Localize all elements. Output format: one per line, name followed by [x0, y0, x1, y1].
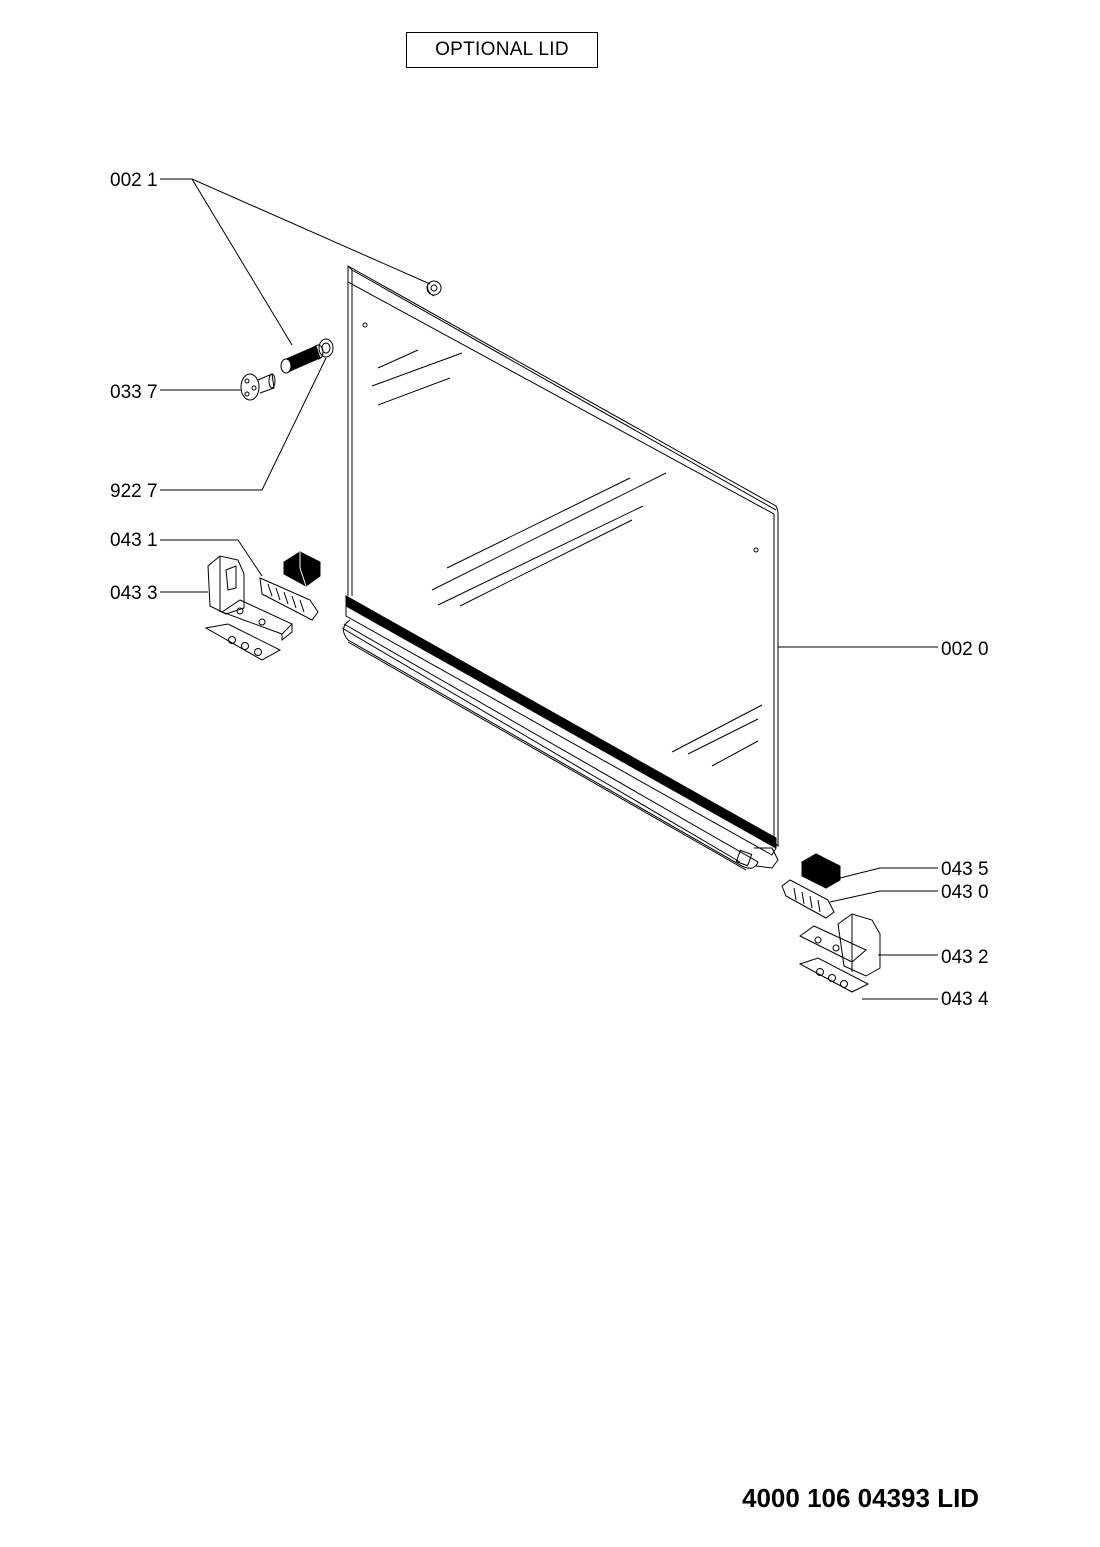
part-label-043-2: 043 2	[941, 947, 989, 968]
knob-screw-part	[240, 373, 276, 401]
spacer-tube-part	[280, 344, 324, 374]
part-label-043-3: 043 3	[110, 583, 158, 604]
part-label-922-7: 922 7	[110, 481, 158, 502]
part-label-033-7: 033 7	[110, 382, 158, 403]
leader-lines	[160, 178, 938, 1000]
washer-part	[318, 338, 334, 358]
hinge-rail	[341, 595, 779, 871]
glass-lid-panel	[347, 265, 779, 848]
part-label-043-1: 043 1	[110, 530, 158, 551]
part-label-002-1: 002 1	[110, 170, 158, 191]
part-label-043-5: 043 5	[941, 859, 989, 880]
part-label-043-4: 043 4	[941, 989, 989, 1010]
top-clip-part	[426, 280, 442, 297]
diagram-title: OPTIONAL LID	[406, 32, 598, 68]
part-label-043-0: 043 0	[941, 882, 989, 903]
part-label-002-0: 002 0	[941, 639, 989, 660]
left-hinge-set	[204, 551, 321, 661]
document-code: 4000 106 04393 LID	[742, 1483, 980, 1513]
right-hinge-set	[781, 853, 881, 993]
